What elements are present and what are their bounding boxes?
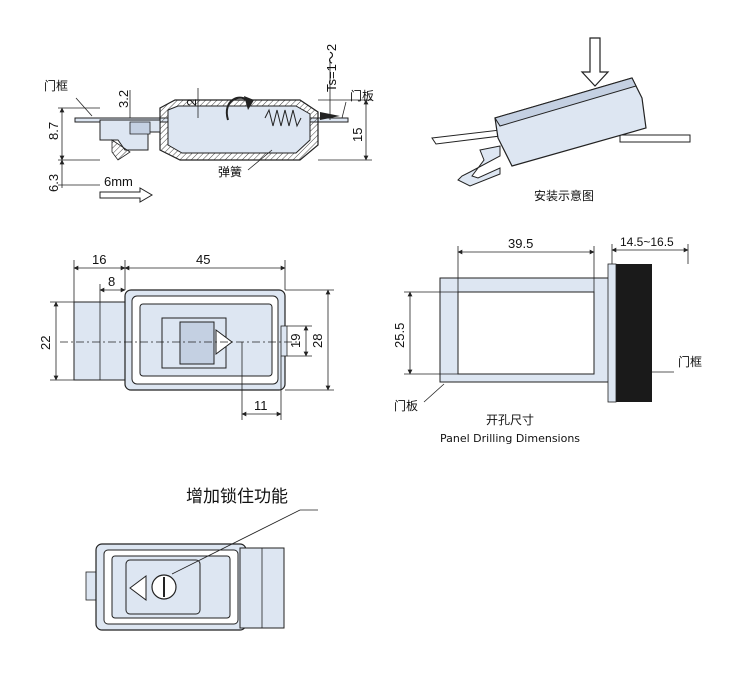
lock-arrow-icon <box>129 575 147 601</box>
label-door-panel-2: 门板 <box>394 398 418 413</box>
label-door-frame-2: 门框 <box>678 354 702 369</box>
front-tongue <box>73 301 131 381</box>
lock-caption: 增加锁住功能 <box>186 487 288 507</box>
dim-16: 16 <box>92 252 106 267</box>
dim-25-5: 25.5 <box>392 323 407 348</box>
install-lock-body <box>494 77 647 167</box>
drilling-title-cn: 开孔尺寸 <box>486 413 534 427</box>
drill-cutout <box>457 291 595 375</box>
front-trigger <box>179 321 215 365</box>
dim-6mm: 6mm <box>104 174 133 189</box>
travel-arrow-icon <box>99 187 153 203</box>
dim-39-5: 39.5 <box>508 236 533 251</box>
latch-hook <box>129 121 151 135</box>
door-frame-leader <box>75 97 93 117</box>
front-side-stud <box>280 325 288 357</box>
panel-leader <box>423 383 445 403</box>
dim-2: 2 <box>184 99 199 106</box>
dim-11: 11 <box>254 398 268 413</box>
section-view: 门框 门板 弹簧 3.2 2 Ts=1～2 8.7 15 6.3 6mm <box>44 44 374 203</box>
door-frame-section <box>111 139 131 161</box>
install-lock-top <box>494 77 637 127</box>
front-view: 16 45 8 22 19 28 11 <box>38 252 334 420</box>
rotate-arrow-head-icon <box>244 96 254 110</box>
dim-22: 22 <box>38 336 53 350</box>
drill-frame-edge <box>607 263 617 403</box>
label-door-frame: 门框 <box>44 78 68 93</box>
lock-view: 增加锁住功能 <box>85 487 318 631</box>
label-door-panel: 门板 <box>350 88 374 103</box>
drill-door-frame <box>612 264 652 402</box>
dim-14-5-16-5: 14.5~16.5 <box>620 235 674 249</box>
install-panel-left <box>431 129 501 145</box>
dim-8-7: 8.7 <box>46 122 61 140</box>
dim-19: 19 <box>288 334 303 348</box>
install-view: 安装示意图 <box>431 37 691 203</box>
install-latch-hook <box>457 145 501 187</box>
dim-3-2: 3.2 <box>116 90 131 108</box>
drilling-view: 39.5 14.5~16.5 25.5 门框 门板 开孔尺寸 Panel Dri… <box>392 235 702 445</box>
dim-15: 15 <box>350 128 365 142</box>
lock-body-cavity <box>167 105 311 154</box>
door-panel-leader <box>341 101 347 119</box>
dim-28: 28 <box>310 334 325 348</box>
push-arrow-icon <box>580 37 610 87</box>
dim-ts: Ts=1～2 <box>324 44 339 92</box>
dim-6-3: 6.3 <box>46 174 61 192</box>
dim-8: 8 <box>108 274 115 289</box>
drilling-title-en: Panel Drilling Dimensions <box>440 432 580 445</box>
spring-coil <box>264 108 302 128</box>
dim-45: 45 <box>196 252 210 267</box>
spring-leader <box>247 149 273 171</box>
install-caption: 安装示意图 <box>534 188 594 203</box>
install-panel-right <box>619 134 691 143</box>
lock-leader <box>171 509 301 575</box>
label-spring: 弹簧 <box>218 164 242 179</box>
